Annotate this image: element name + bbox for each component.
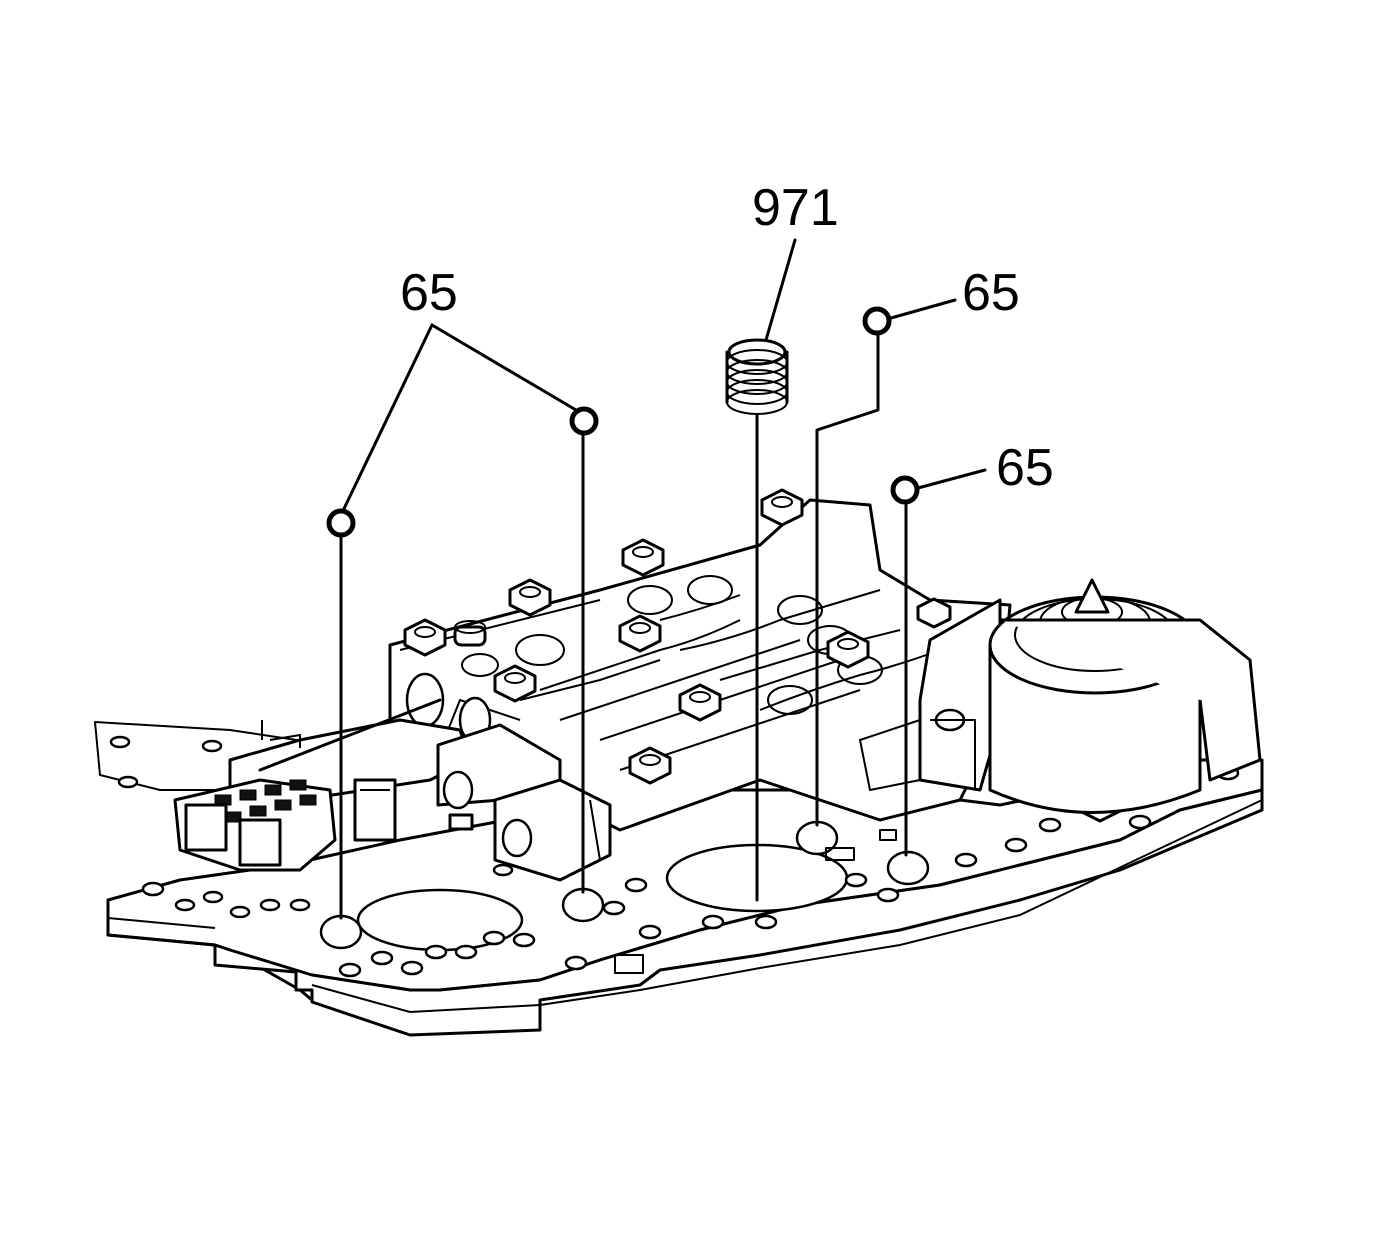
callout-label-65-left: 65 [400,264,458,322]
callout-label-971: 971 [752,179,839,237]
solenoid-harness [173,698,612,882]
servo-assembly [988,578,1262,814]
callout-dots [326,306,920,538]
leader-lines [339,238,987,920]
spring-971 [725,338,789,415]
plate-bolt-holes [109,735,1240,978]
callout-target-holes [319,820,930,950]
callout-label-65-upper-right: 65 [962,264,1020,322]
callout-label-65-right: 65 [996,439,1054,497]
